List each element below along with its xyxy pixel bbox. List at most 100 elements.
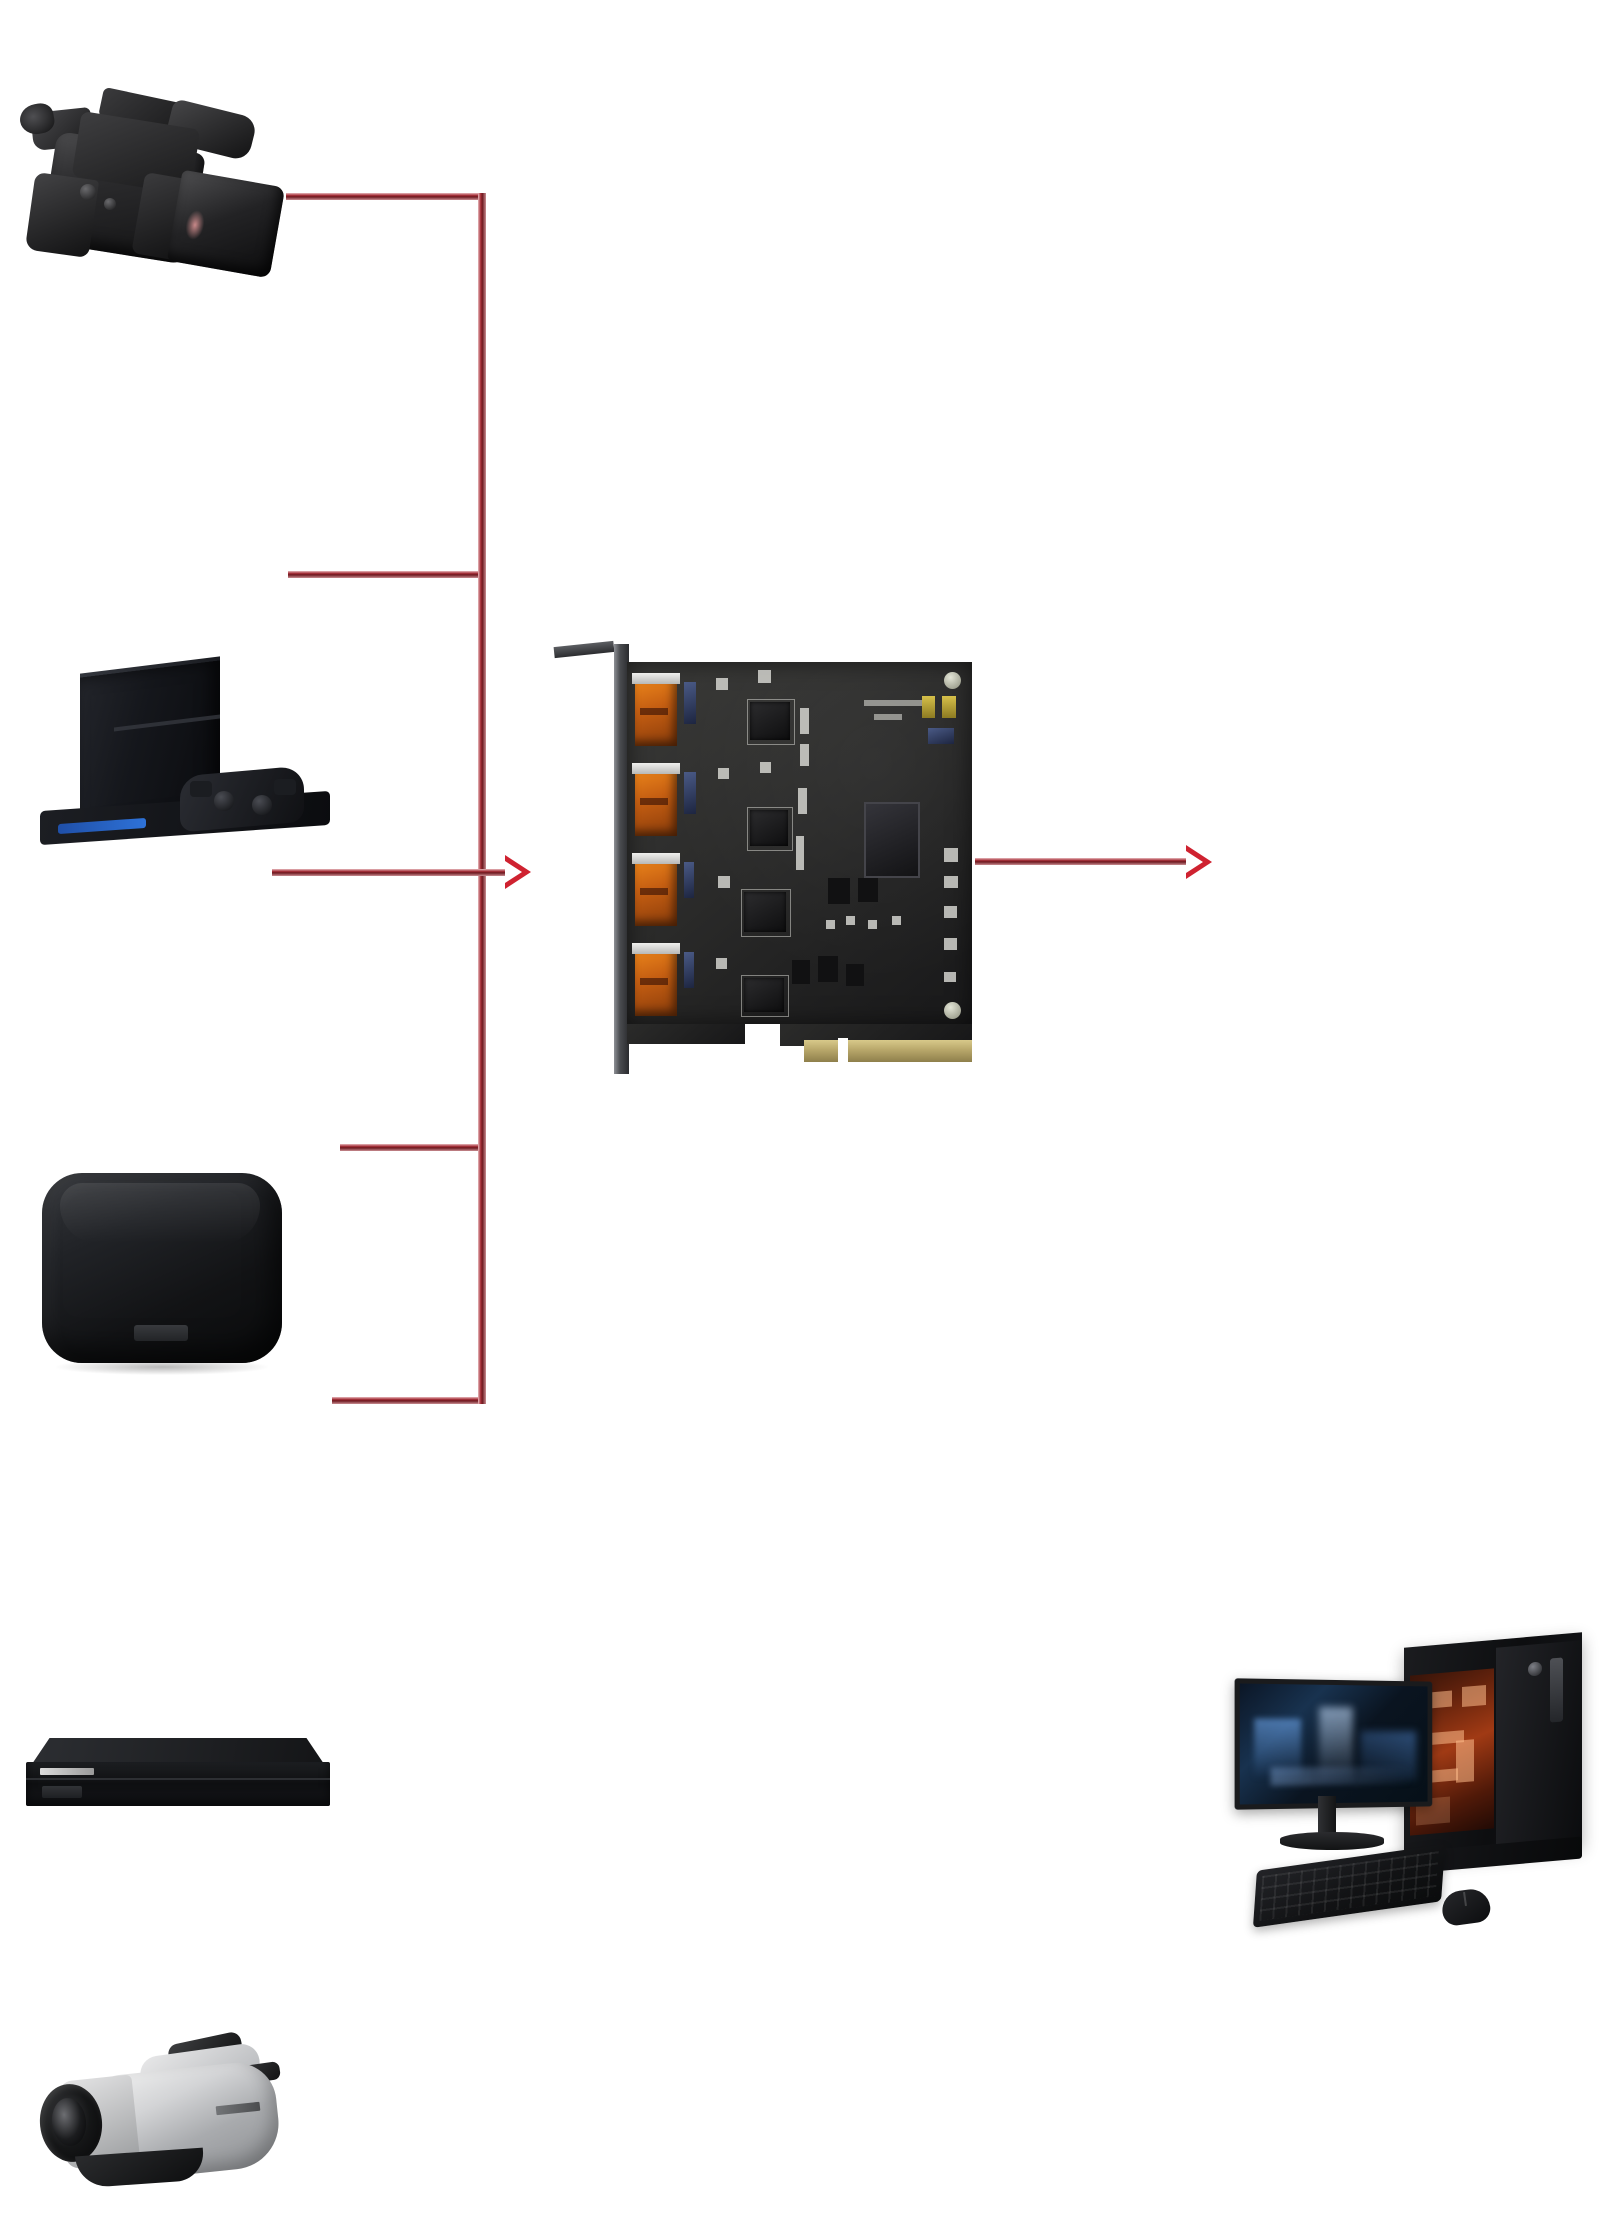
source-device-game-console[interactable]: Game console with controller <box>28 656 330 863</box>
card-component-cluster <box>858 878 878 902</box>
wire-vertical-bus <box>478 193 486 1404</box>
card-header-3 <box>684 862 694 898</box>
game-console-icon <box>28 656 330 863</box>
gamepad-left-stick <box>214 791 234 811</box>
professional-camcorder-icon <box>17 80 286 295</box>
source-device-dvd-player[interactable]: DVD / Blu-ray player <box>18 1728 338 1828</box>
card-bracket-flange <box>553 640 615 659</box>
tv-box-icon <box>42 1173 282 1388</box>
card-ic-chip <box>750 702 790 740</box>
wire-game-console <box>288 571 486 578</box>
gamepad-right-stick <box>252 795 272 815</box>
gamepad-dpad <box>190 781 212 797</box>
pcie-capture-card[interactable]: PCIe HDMI capture card <box>553 620 992 1090</box>
card-header-1 <box>684 682 696 724</box>
card-yellow-component <box>922 696 935 718</box>
card-capacitor <box>800 708 809 734</box>
card-ic-chip <box>744 892 786 932</box>
card-capacitor <box>846 916 855 925</box>
wire-card-to-pc <box>975 858 1195 865</box>
card-capacitor <box>796 836 804 870</box>
keyboard-keys <box>1259 1851 1439 1921</box>
handheld-camcorder-icon <box>28 2020 318 2220</box>
card-component-cluster <box>846 964 864 986</box>
source-device-tv-box[interactable]: Android TV / set-top box <box>42 1173 282 1388</box>
card-ic-silkscreen <box>747 699 795 745</box>
card-component-cluster <box>818 956 838 982</box>
card-component-cluster <box>792 960 810 984</box>
wire-bus-to-card <box>478 869 514 876</box>
hdmi-port-4[interactable] <box>632 943 680 1016</box>
card-ic-chip <box>744 978 784 1012</box>
pc-internal-component <box>1456 1739 1474 1783</box>
dvd-disc-tray <box>40 1768 94 1775</box>
source-device-handheld-camcorder[interactable]: Handheld silver camcorder <box>28 2020 318 2220</box>
card-ic-chip <box>750 810 788 846</box>
card-mounting-screw-top <box>944 672 961 689</box>
card-capacitor <box>718 768 729 779</box>
pc-keyboard[interactable] <box>1252 1844 1446 1928</box>
card-pci-bracket <box>614 644 629 1074</box>
card-pcie-key-notch <box>838 1038 848 1064</box>
card-pcie-gold-fingers <box>804 1040 972 1062</box>
card-capacitor <box>758 670 771 683</box>
card-capacitor <box>760 762 771 773</box>
card-capacitor <box>716 678 728 690</box>
card-capacitor <box>826 920 835 929</box>
wire-camcorder-handheld <box>332 1397 486 1404</box>
card-capacitor <box>718 876 730 888</box>
card-silkscreen-text <box>864 700 924 706</box>
card-edge-component <box>944 876 958 888</box>
card-mounting-screw-bottom <box>944 1002 961 1019</box>
card-capacitor <box>798 788 807 814</box>
arrowhead-into-pc <box>1186 845 1212 879</box>
card-capacitor <box>868 920 877 929</box>
console-gamepad <box>180 765 304 833</box>
dvd-player-icon <box>18 1728 338 1828</box>
card-bridge-socket <box>864 802 920 878</box>
output-device-desktop-pc[interactable]: Desktop gaming PC with monitor, keyboard… <box>1228 1632 1588 1936</box>
camcorder-knob <box>80 184 96 200</box>
wire-tv-box <box>272 869 486 876</box>
pc-monitor-stand-base <box>1280 1832 1384 1850</box>
source-device-professional-camcorder[interactable]: Professional shoulder camcorder <box>17 80 286 295</box>
hdmi-port-3[interactable] <box>632 853 680 926</box>
dvd-brand-badge <box>42 1786 82 1798</box>
wire-dvd-player <box>340 1144 486 1151</box>
card-edge-component <box>944 848 958 862</box>
pcie-capture-card-icon <box>553 620 992 1090</box>
card-edge-component <box>944 906 957 918</box>
camcorder-knob <box>104 198 116 210</box>
card-edge-component <box>944 938 957 950</box>
camcorder-lens-hood <box>166 169 286 279</box>
card-ic-silkscreen <box>741 975 789 1017</box>
monitor-game-glow <box>1270 1766 1409 1786</box>
card-ic-silkscreen <box>741 889 791 937</box>
card-header-2 <box>684 772 696 814</box>
hdmi-port-1[interactable] <box>632 673 680 746</box>
card-edge-component <box>944 972 956 982</box>
dvd-seam-line <box>26 1778 330 1780</box>
pc-monitor-screen <box>1234 1678 1433 1810</box>
arrowhead-into-card <box>505 855 531 889</box>
pc-front-io-strip <box>1550 1657 1563 1723</box>
tv-box-highlight <box>60 1183 260 1243</box>
card-capacitor <box>716 958 727 969</box>
gamepad-buttons <box>274 779 296 795</box>
card-header-4 <box>684 952 694 988</box>
card-component-cluster <box>828 878 850 904</box>
wire-camcorder-pro <box>286 193 486 200</box>
pc-monitor-stand-neck <box>1318 1796 1336 1836</box>
card-pcb-tab-left <box>627 1024 745 1044</box>
card-ic-silkscreen <box>747 807 793 851</box>
card-blue-component <box>928 728 954 744</box>
tv-box-logo <box>134 1325 188 1341</box>
pc-internal-component <box>1462 1684 1486 1708</box>
diagram-canvas: Professional shoulder camcorder Game con… <box>17 80 1582 2189</box>
card-yellow-component <box>942 696 956 718</box>
pc-mouse[interactable] <box>1439 1886 1493 1928</box>
dvd-top-panel <box>32 1738 324 1764</box>
hdmi-port-2[interactable] <box>632 763 680 836</box>
card-silkscreen-text <box>874 714 902 720</box>
card-capacitor <box>892 916 901 925</box>
